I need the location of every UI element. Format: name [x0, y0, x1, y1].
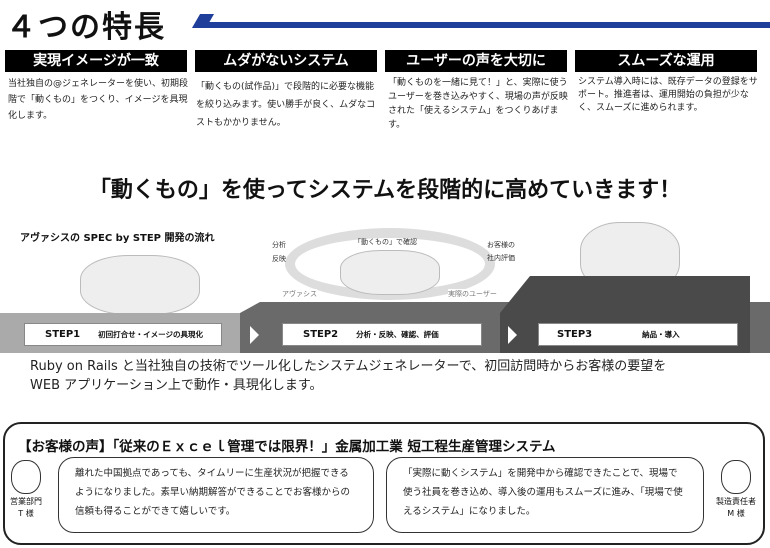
description: Ruby on Rails と当社独自の技術でツール化したシステムジェネレーター… [30, 357, 666, 395]
customer-right: 製造責任者 M 様 [708, 460, 764, 520]
step-2: STEP2 分析・反映、確認、評価 [282, 323, 482, 346]
step2-illustration [340, 250, 440, 295]
main-heading: 「動くもの」を使ってシステムを段階的に高めていきます！ [88, 178, 682, 203]
label-avasys: アヴァシス [282, 289, 317, 299]
feature-text: システム導入時には、既存データの登録をサポート。推進者は、運用開始の負担が少なく… [578, 77, 758, 113]
arrow-right-icon [508, 326, 517, 344]
step-name: STEP3 [557, 329, 593, 340]
feature-heading: ムダがないシステム [195, 50, 377, 72]
avatar [721, 460, 751, 494]
step-desc: 初回打合せ・イメージの具現化 [98, 330, 204, 339]
feature-heading: 実現イメージが一致 [5, 50, 187, 72]
label-analysis: 分析 [272, 241, 286, 249]
feature-heading: ユーザーの声を大切に [385, 50, 567, 72]
cycle-arrow-icon [285, 228, 495, 300]
label-evaluation: お客様の [487, 241, 515, 249]
step-1: STEP1 初回打合せ・イメージの具現化 [24, 323, 222, 346]
page-title: ４つの特長 [6, 10, 166, 45]
description-line: WEB アプリケーション上で動作・具現化します。 [30, 378, 323, 393]
label-confirm: 「動くもの」で確認 [354, 238, 417, 246]
step1-illustration [80, 255, 200, 315]
label-user: 実際のユーザー [448, 289, 497, 299]
feature-text: 「動くものを一緒に見て！」と、実際に使うユーザーを巻き込みやすく、現場の声が反映… [388, 78, 568, 130]
step-name: STEP1 [45, 329, 81, 340]
arrow-right-icon [250, 326, 259, 344]
person-name: M 様 [727, 509, 745, 518]
testimonial-title: 【お客様の声】「従来のＥｘｃｅｌ管理では限界！」金属加工業 短工程生産管理システ… [18, 439, 556, 455]
step-name: STEP2 [303, 329, 339, 340]
step-desc: 納品・導入 [642, 330, 680, 339]
feature-text: 「動くもの(試作品)」で段階的に必要な機能を絞り込みます。使い勝手が良く、ムダな… [196, 82, 376, 128]
person-name: T 様 [18, 509, 34, 518]
feature-heading: スムーズな運用 [575, 50, 757, 72]
person-dept: 製造責任者 [716, 497, 756, 506]
description-line: Ruby on Rails と当社独自の技術でツール化したシステムジェネレーター… [30, 359, 667, 374]
avatar [11, 460, 41, 494]
title-underline [200, 22, 770, 28]
label-evaluation: 社内評価 [487, 254, 515, 262]
person-dept: 営業部門 [10, 497, 42, 506]
feature-text: 当社独自の@ジェネレーターを使い、初期段階で「動くもの」をつくり、イメージを具現… [8, 79, 189, 121]
label-reflect: 反映 [272, 255, 286, 263]
customer-left: 営業部門 T 様 [6, 460, 46, 520]
step-3: STEP3 納品・導入 [538, 323, 738, 346]
testimonial-box [3, 422, 765, 545]
flow-title: アヴァシスの SPEC by STEP 開発の流れ [20, 233, 215, 244]
speech-bubble: 離れた中国拠点であっても、タイムリーに生産状況が把握できるようになりました。素早… [58, 457, 374, 533]
speech-bubble: 「実際に動くシステム」を開発中から確認できたことで、現場で使う社員を巻き込め、導… [386, 457, 704, 533]
step-desc: 分析・反映、確認、評価 [356, 330, 439, 339]
